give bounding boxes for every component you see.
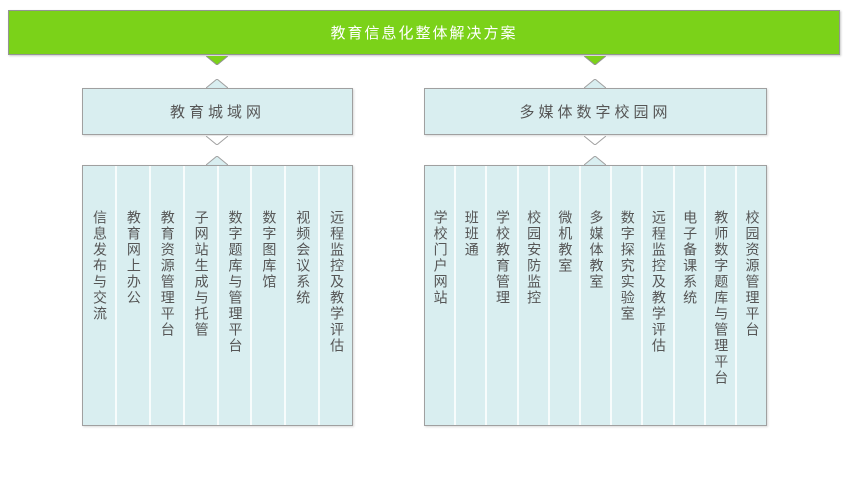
list-item: 教育网上办公 (117, 166, 151, 425)
down-pointer-icon (206, 56, 228, 65)
list-item: 校园资源管理平台 (743, 210, 760, 338)
branch-box-campus-network: 多媒体数字校园网 (424, 88, 767, 135)
list-item: 学校门户网站 (425, 166, 457, 425)
column-block-man: 信息发布与交流 教育网上办公 教育资源管理平台 子网站生成与托管 数字题库与管理… (82, 165, 353, 426)
list-item: 教师数字题库与管理平台 (706, 166, 737, 425)
up-pointer-icon (206, 156, 228, 165)
column-block-campus: 学校门户网站 班班通 学校教育管理 校园安防监控 微机教室 多媒体教室 数字探究… (424, 165, 767, 426)
list-item: 班班通 (456, 166, 488, 425)
list-item: 微机教室 (550, 166, 581, 425)
list-item: 数字探究实验室 (612, 166, 644, 425)
branch-label: 多媒体数字校园网 (519, 103, 672, 121)
list-item: 子网站生成与托管 (185, 166, 219, 425)
list-item: 远程监控及教学评估 (328, 210, 345, 354)
down-pointer-icon (206, 136, 228, 145)
list-item: 教育资源管理平台 (151, 166, 185, 425)
list-item: 信息发布与交流 (83, 166, 117, 425)
up-pointer-icon (584, 156, 606, 165)
down-pointer-icon (584, 56, 606, 65)
branch-box-education-man: 教育城域网 (82, 88, 353, 135)
list-item: 电子备课系统 (675, 166, 706, 425)
list-item: 数字图库馆 (252, 166, 287, 425)
list-item: 校园安防监控 (519, 166, 550, 425)
list-item: 多媒体教室 (581, 166, 613, 425)
list-item: 学校教育管理 (487, 166, 519, 425)
list-item: 视频会议系统 (286, 166, 321, 425)
list-item: 数字题库与管理平台 (219, 166, 253, 425)
up-pointer-icon (584, 79, 606, 88)
branch-label: 教育城域网 (169, 103, 265, 121)
down-pointer-icon (584, 136, 606, 145)
list-item: 远程监控及教学评估 (643, 166, 675, 425)
main-title: 教育信息化整体解决方案 (330, 24, 518, 42)
up-pointer-icon (206, 79, 228, 88)
main-title-banner: 教育信息化整体解决方案 (8, 10, 840, 55)
